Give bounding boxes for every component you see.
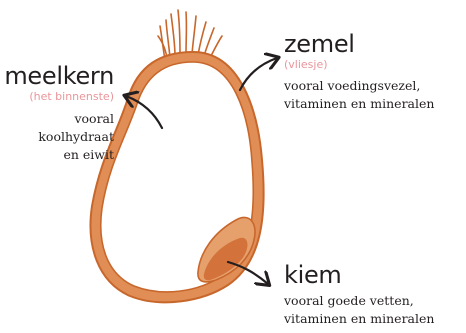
meelkern-title: meelkern: [4, 62, 114, 90]
meelkern-description-line: en eiwit: [4, 146, 114, 164]
zemel-subtitle: (vliesje): [284, 58, 434, 72]
meelkern-description-line: vooral: [4, 110, 114, 128]
meelkern-label: meelkern (het binnenste) vooral koolhydr…: [4, 62, 114, 164]
zemel-title: zemel: [284, 30, 434, 58]
zemel-description-line: vooral voedingsvezel,: [284, 77, 434, 95]
zemel-label: zemel (vliesje) vooral voedingsvezel, vi…: [284, 30, 434, 113]
kiem-description-line: vooral goede vetten,: [284, 292, 434, 310]
kiem-description: vooral goede vetten, vitaminen en minera…: [284, 292, 434, 328]
meelkern-subtitle: (het binnenste): [4, 90, 114, 104]
zemel-description-line: vitaminen en mineralen: [284, 95, 434, 113]
meelkern-description: vooral koolhydraat en eiwit: [4, 110, 114, 164]
zemel-arrow: [240, 58, 277, 90]
kiem-label: kiem vooral goede vetten, vitaminen en m…: [284, 261, 434, 328]
kiem-description-line: vitaminen en mineralen: [284, 310, 434, 328]
meelkern-description-line: koolhydraat: [4, 128, 114, 146]
zemel-description: vooral voedingsvezel, vitaminen en miner…: [284, 77, 434, 113]
kiem-title: kiem: [284, 261, 434, 289]
